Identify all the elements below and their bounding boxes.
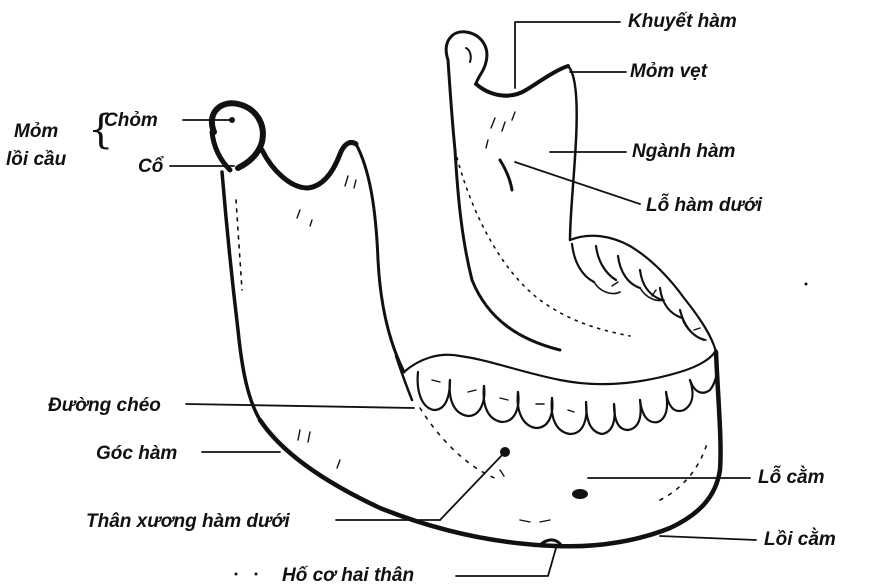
label-duong-cheo: Đường chéo (48, 396, 161, 415)
label-mom-vet: Mỏm vẹt (630, 62, 707, 81)
label-goc-ham: Góc hàm (96, 444, 177, 463)
label-khuyet-ham: Khuyết hàm (628, 12, 737, 31)
near-ramus (212, 103, 404, 420)
mandible-body (260, 352, 721, 546)
label-mom-loi-cau-line2: lồi cầu (6, 150, 66, 169)
label-loi-cam: Lồi cằm (764, 530, 836, 549)
leader-than-xuong-ham-2 (440, 452, 505, 520)
leader-lo-ham-duoi (515, 162, 640, 204)
label-co: Cổ (138, 157, 163, 176)
leader-lines (170, 22, 756, 576)
label-ho-co-hai-than: Hố cơ hai thân (282, 566, 414, 585)
label-nganh-ham: Ngành hàm (632, 142, 735, 161)
near-teeth (404, 350, 717, 434)
label-lo-ham-duoi: Lỗ hàm dưới (646, 196, 762, 215)
leader-khuyet-ham (515, 22, 620, 88)
leader-duong-cheo (186, 404, 414, 408)
leader-loi-cam (660, 536, 756, 540)
leader-ho-co-hai-than (456, 548, 556, 576)
label-than-xuong-ham-duoi: Thân xương hàm dưới (86, 512, 290, 531)
label-chom: Chỏm (104, 111, 158, 130)
label-lo-cam: Lỗ cằm (758, 468, 825, 487)
label-mom-loi-cau-line1: Mỏm (14, 122, 58, 141)
far-teeth (570, 236, 716, 352)
